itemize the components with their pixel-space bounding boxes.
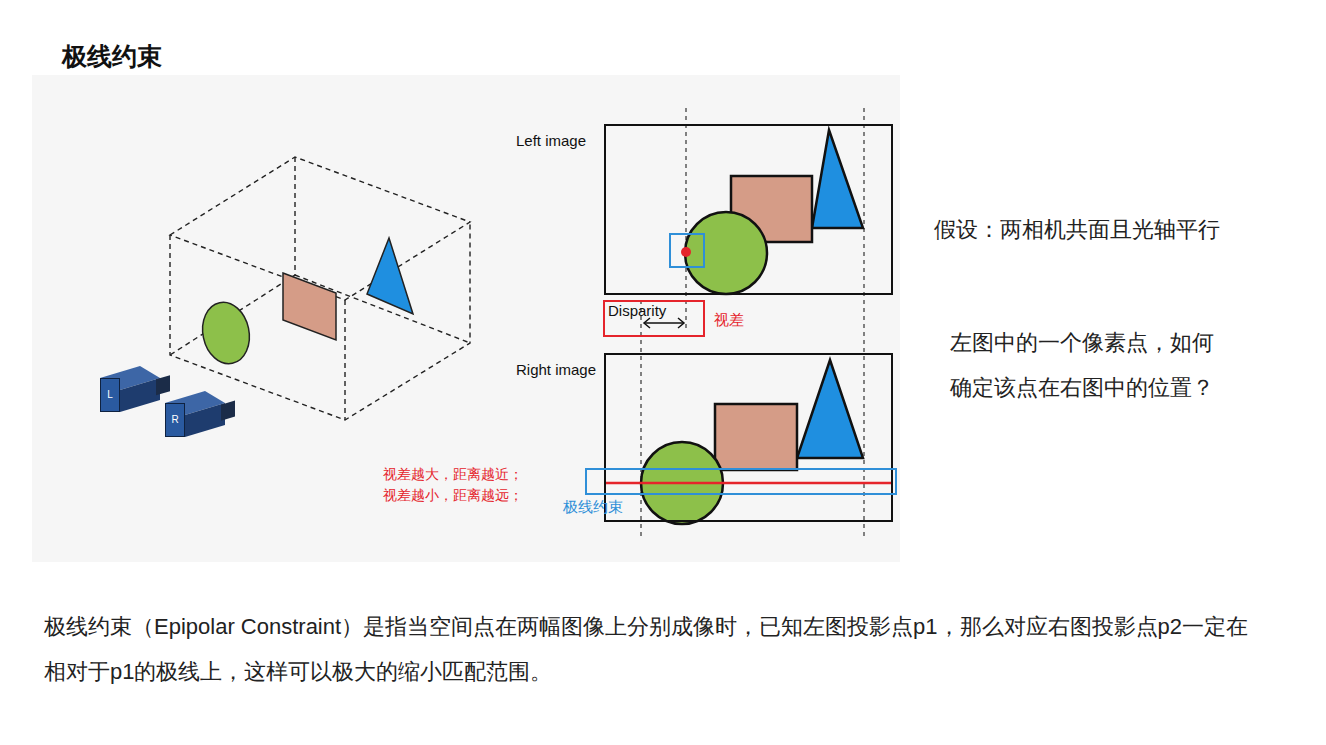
pixel-box — [670, 234, 704, 267]
left-triangle — [812, 130, 863, 228]
guide-lines — [641, 108, 864, 540]
camera-r-text: R — [166, 414, 184, 425]
left-image-frame-text: Left image — [516, 132, 586, 149]
epipolar-line — [604, 482, 891, 485]
right-image-frame: Right image — [604, 353, 893, 522]
panel-ground — [32, 75, 900, 562]
right-square — [715, 404, 797, 470]
scene-box — [170, 157, 470, 420]
far-note: 视差越小，距离越远； — [383, 487, 523, 505]
scene-triangle — [367, 238, 413, 314]
page-title: 极线约束 — [62, 40, 162, 73]
assumption-text: 假设：两相机共面且光轴平行 — [934, 215, 1220, 245]
scene-circle — [197, 298, 255, 368]
definition-paragraph: 极线约束（Epipolar Constraint）是指当空间点在两幅图像上分别成… — [44, 604, 1259, 694]
disparity-box: Disparity — [603, 300, 705, 337]
right-triangle — [797, 360, 863, 458]
epipolar-band: 极线约束 — [585, 468, 897, 495]
question-text: 左图中的一个像素点，如何确定该点在右图中的位置？ — [950, 320, 1221, 410]
camera-r: R — [165, 403, 185, 437]
camera-l: L — [100, 378, 120, 412]
left-circle — [685, 212, 767, 294]
disparity-box-text: Disparity — [608, 302, 666, 319]
pixel-dot — [681, 247, 691, 257]
camera-r-body — [165, 391, 235, 437]
camera-l-text: L — [101, 389, 119, 400]
scene-square — [283, 273, 336, 340]
epipolar-band-text: 极线约束 — [563, 498, 623, 517]
right-image-frame-text: Right image — [516, 361, 596, 378]
disparity-label: 视差 — [714, 311, 744, 330]
camera-l-body — [100, 366, 170, 412]
left-image-frame: Left image — [604, 124, 893, 295]
disparity-arrow — [644, 318, 684, 328]
near-note: 视差越大，距离越近； — [383, 466, 523, 484]
